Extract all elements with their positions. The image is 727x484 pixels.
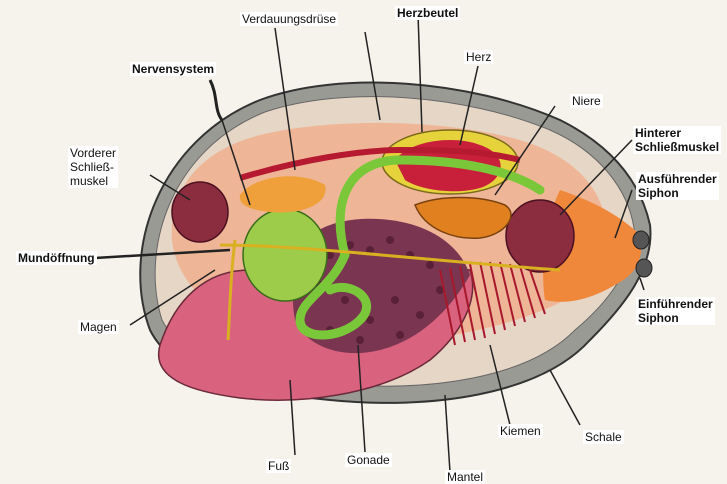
label-herzbeutel: Herzbeutel: [395, 6, 460, 20]
label-einfuehrender-line-1: Einführender: [638, 297, 713, 311]
label-einfuehrender-line-2: Siphon: [638, 311, 713, 325]
label-mundoeffnung: Mundöffnung: [16, 251, 97, 265]
anterior-adductor-muscle: [172, 182, 228, 242]
label-kiemen: Kiemen: [498, 424, 543, 438]
label-verdauungsdruese: Verdauungsdrüse: [240, 12, 338, 26]
label-nervensystem: Nervensystem: [130, 62, 216, 76]
label-hinterer-schliessmuskel: Hinterer Schließmuskel: [633, 126, 721, 154]
label-vorderer-schliessmuskel: Vorderer Schließ- muskel: [68, 146, 118, 188]
label-einfuehrender-siphon: Einführender Siphon: [636, 297, 715, 325]
label-vorderer-line-2: Schließ-: [70, 160, 116, 174]
label-ausfuehrender-line-1: Ausführender: [638, 172, 717, 186]
label-hinterer-line-2: Schließmuskel: [635, 140, 719, 154]
label-niere: Niere: [570, 94, 603, 108]
label-mantel: Mantel: [445, 470, 485, 484]
label-gonade: Gonade: [345, 453, 392, 467]
label-vorderer-line-1: Vorderer: [70, 146, 116, 160]
label-fuss: Fuß: [266, 459, 291, 473]
label-hinterer-line-1: Hinterer: [635, 126, 719, 140]
label-schale: Schale: [583, 430, 624, 444]
label-vorderer-line-3: muskel: [70, 174, 116, 188]
label-magen: Magen: [78, 320, 119, 334]
exhalant-siphon-opening: [633, 231, 649, 249]
label-ausfuehrender-line-2: Siphon: [638, 186, 717, 200]
digestive-gland: [243, 209, 327, 301]
label-herz: Herz: [464, 50, 493, 64]
label-ausfuehrender-siphon: Ausführender Siphon: [636, 172, 719, 200]
inhalant-siphon-opening: [636, 259, 652, 277]
